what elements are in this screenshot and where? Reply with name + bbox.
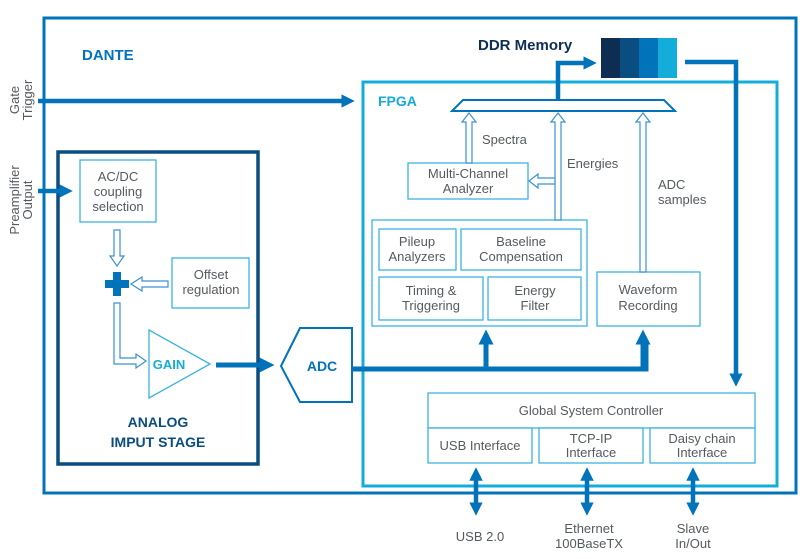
slave-label-1: Slave xyxy=(677,521,710,536)
usb-label: USB 2.0 xyxy=(456,529,504,544)
ddr-segment-3 xyxy=(639,38,658,78)
dante-boundary xyxy=(42,16,798,495)
waveform-block xyxy=(596,271,701,327)
tcp-interface-text-1: TCP-IP xyxy=(570,431,613,446)
waveform-text-2: Recording xyxy=(618,298,677,313)
daisy-interface-text-1: Daisy chain xyxy=(668,431,735,446)
gate-trigger-label-1: Gate xyxy=(7,86,22,114)
gate-trigger-label-2: Trigger xyxy=(20,79,35,120)
usb-interface-block xyxy=(427,427,533,464)
daisy-interface-text-2: Interface xyxy=(677,445,728,460)
acdc-block xyxy=(79,159,157,223)
usb-interface-text: USB Interface xyxy=(440,438,521,453)
baseline-block xyxy=(460,228,582,271)
energy-filter-block xyxy=(487,276,582,321)
preamp-label-1: Preamplifier xyxy=(7,165,22,235)
ddr-memory-label: DDR Memory xyxy=(478,37,573,54)
spectra-arrow xyxy=(460,112,478,164)
analog-stage-boundary xyxy=(56,150,260,466)
spectra-label: Spectra xyxy=(482,132,528,147)
ethernet-label-1: Ethernet xyxy=(564,521,614,536)
offset-block xyxy=(171,257,250,309)
analog-stage-title-2: IMPUT STAGE xyxy=(111,434,206,450)
ddr-segment-2 xyxy=(620,38,639,78)
mca-text-2: Analyzer xyxy=(443,181,494,196)
pileup-text-2: Analyzers xyxy=(388,249,446,264)
ddr-to-gsc-arrow xyxy=(685,59,743,387)
adc-block xyxy=(279,327,353,403)
timing-block xyxy=(378,276,484,321)
gsc-block xyxy=(427,392,756,429)
mca-text-1: Multi-Channel xyxy=(428,166,508,181)
mux-to-ddr-arrow xyxy=(555,56,597,100)
gain-amplifier xyxy=(148,328,212,400)
acdc-text-1: AC/DC xyxy=(98,169,138,184)
energy-filter-text-1: Energy xyxy=(514,283,556,298)
timing-text-1: Timing & xyxy=(406,283,457,298)
daisy-interface-block xyxy=(649,427,756,464)
offset-text-2: regulation xyxy=(182,282,239,297)
offset-to-sum-arrow xyxy=(129,275,169,293)
mca-block xyxy=(407,162,529,200)
dante-title: DANTE xyxy=(82,47,134,64)
pileup-block xyxy=(378,228,457,271)
energies-label: Energies xyxy=(567,156,619,171)
slave-label-2: In/Out xyxy=(675,536,711,551)
acdc-text-2: coupling xyxy=(94,184,142,199)
sum-plus-icon xyxy=(105,272,129,296)
gsc-text: Global System Controller xyxy=(519,403,664,418)
ddr-segment-1 xyxy=(601,38,620,78)
adc-bus xyxy=(352,340,649,372)
adc-samples-arrow xyxy=(634,112,652,273)
fpga-title: FPGA xyxy=(378,93,417,109)
acdc-text-3: selection xyxy=(92,199,143,214)
energies-to-mca-arrow xyxy=(528,172,556,190)
ddr-segment-4 xyxy=(658,38,677,78)
offset-text-1: Offset xyxy=(194,267,229,282)
energies-arrow xyxy=(549,112,567,221)
pileup-text-1: Pileup xyxy=(399,234,435,249)
acdc-to-sum-arrow xyxy=(108,229,126,268)
data-mux xyxy=(449,99,678,112)
adc-samples-label-1: ADC xyxy=(658,177,685,192)
tcp-interface-text-2: Interface xyxy=(566,445,617,460)
baseline-text-1: Baseline xyxy=(496,234,546,249)
preamp-label-2: Output xyxy=(20,180,35,219)
adc-samples-label-2: samples xyxy=(658,192,707,207)
ethernet-label-2: 100BaseTX xyxy=(555,536,623,551)
timing-text-2: Triggering xyxy=(402,298,460,313)
analog-stage-title-1: ANALOG xyxy=(128,414,189,430)
gain-text: GAIN xyxy=(153,357,186,372)
adc-text: ADC xyxy=(307,358,337,374)
baseline-text-2: Compensation xyxy=(479,249,563,264)
sum-to-gain-arrow xyxy=(113,302,148,370)
waveform-text-1: Waveform xyxy=(619,282,678,297)
energy-filter-text-2: Filter xyxy=(521,298,551,313)
tcp-interface-block xyxy=(538,427,644,464)
fpga-boundary xyxy=(361,80,779,488)
